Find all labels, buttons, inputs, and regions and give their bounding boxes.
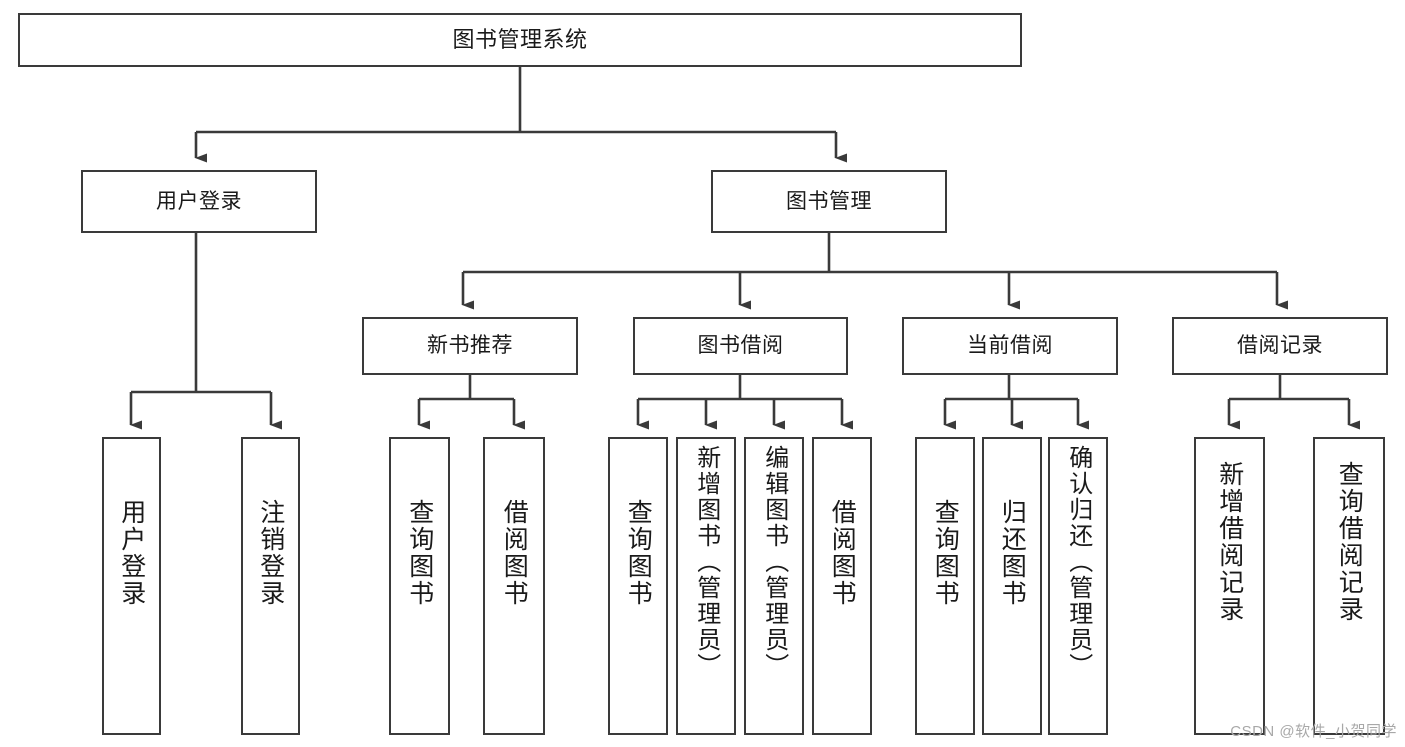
node-leaf-user-login[interactable]: 用户登录: [102, 437, 161, 735]
node-leaf-borrow-book[interactable]: 借阅图书: [812, 437, 872, 735]
node-label: 确认归还（管理员）: [1064, 445, 1092, 679]
node-label: 图书管理: [786, 189, 872, 213]
node-new-book-recommend[interactable]: 新书推荐: [362, 317, 578, 375]
node-leaf-return-book[interactable]: 归还图书: [982, 437, 1042, 735]
node-label: 编辑图书（管理员）: [760, 445, 788, 679]
node-user-login[interactable]: 用户登录: [81, 170, 317, 233]
node-leaf-query-borrow-record[interactable]: 查询借阅记录: [1313, 437, 1385, 735]
node-root-system[interactable]: 图书管理系统: [18, 13, 1022, 67]
node-label: 用户登录: [156, 189, 242, 213]
node-leaf-edit-book-admin[interactable]: 编辑图书（管理员）: [744, 437, 804, 735]
node-label: 用户登录: [117, 499, 146, 607]
node-borrow-record[interactable]: 借阅记录: [1172, 317, 1388, 375]
node-leaf-confirm-return-admin[interactable]: 确认归还（管理员）: [1048, 437, 1108, 735]
node-label: 归还图书: [998, 499, 1027, 607]
node-label: 查询图书: [405, 499, 434, 607]
node-label: 新增图书（管理员）: [692, 445, 720, 679]
node-leaf-logout[interactable]: 注销登录: [241, 437, 300, 735]
node-label: 借阅图书: [828, 499, 857, 607]
node-label: 查询图书: [931, 499, 960, 607]
node-leaf-add-book-admin[interactable]: 新增图书（管理员）: [676, 437, 736, 735]
node-leaf-borrow-book-recommend[interactable]: 借阅图书: [483, 437, 545, 735]
node-label: 查询借阅记录: [1335, 461, 1364, 623]
node-leaf-query-book-borrow[interactable]: 查询图书: [608, 437, 668, 735]
node-label: 新书推荐: [427, 334, 513, 358]
node-label: 当前借阅: [967, 334, 1053, 358]
node-label: 查询图书: [624, 499, 653, 607]
node-label: 注销登录: [256, 499, 285, 607]
node-leaf-query-book-current[interactable]: 查询图书: [915, 437, 975, 735]
node-label: 图书借阅: [697, 334, 784, 358]
node-leaf-add-borrow-record[interactable]: 新增借阅记录: [1194, 437, 1265, 735]
node-label: 新增借阅记录: [1215, 461, 1244, 623]
node-label: 图书管理系统: [452, 26, 588, 52]
node-book-borrow[interactable]: 图书借阅: [633, 317, 848, 375]
node-label: 借阅图书: [500, 499, 529, 607]
node-label: 借阅记录: [1237, 334, 1323, 358]
node-leaf-query-book-recommend[interactable]: 查询图书: [389, 437, 450, 735]
node-book-management[interactable]: 图书管理: [711, 170, 947, 233]
node-current-borrow[interactable]: 当前借阅: [902, 317, 1118, 375]
